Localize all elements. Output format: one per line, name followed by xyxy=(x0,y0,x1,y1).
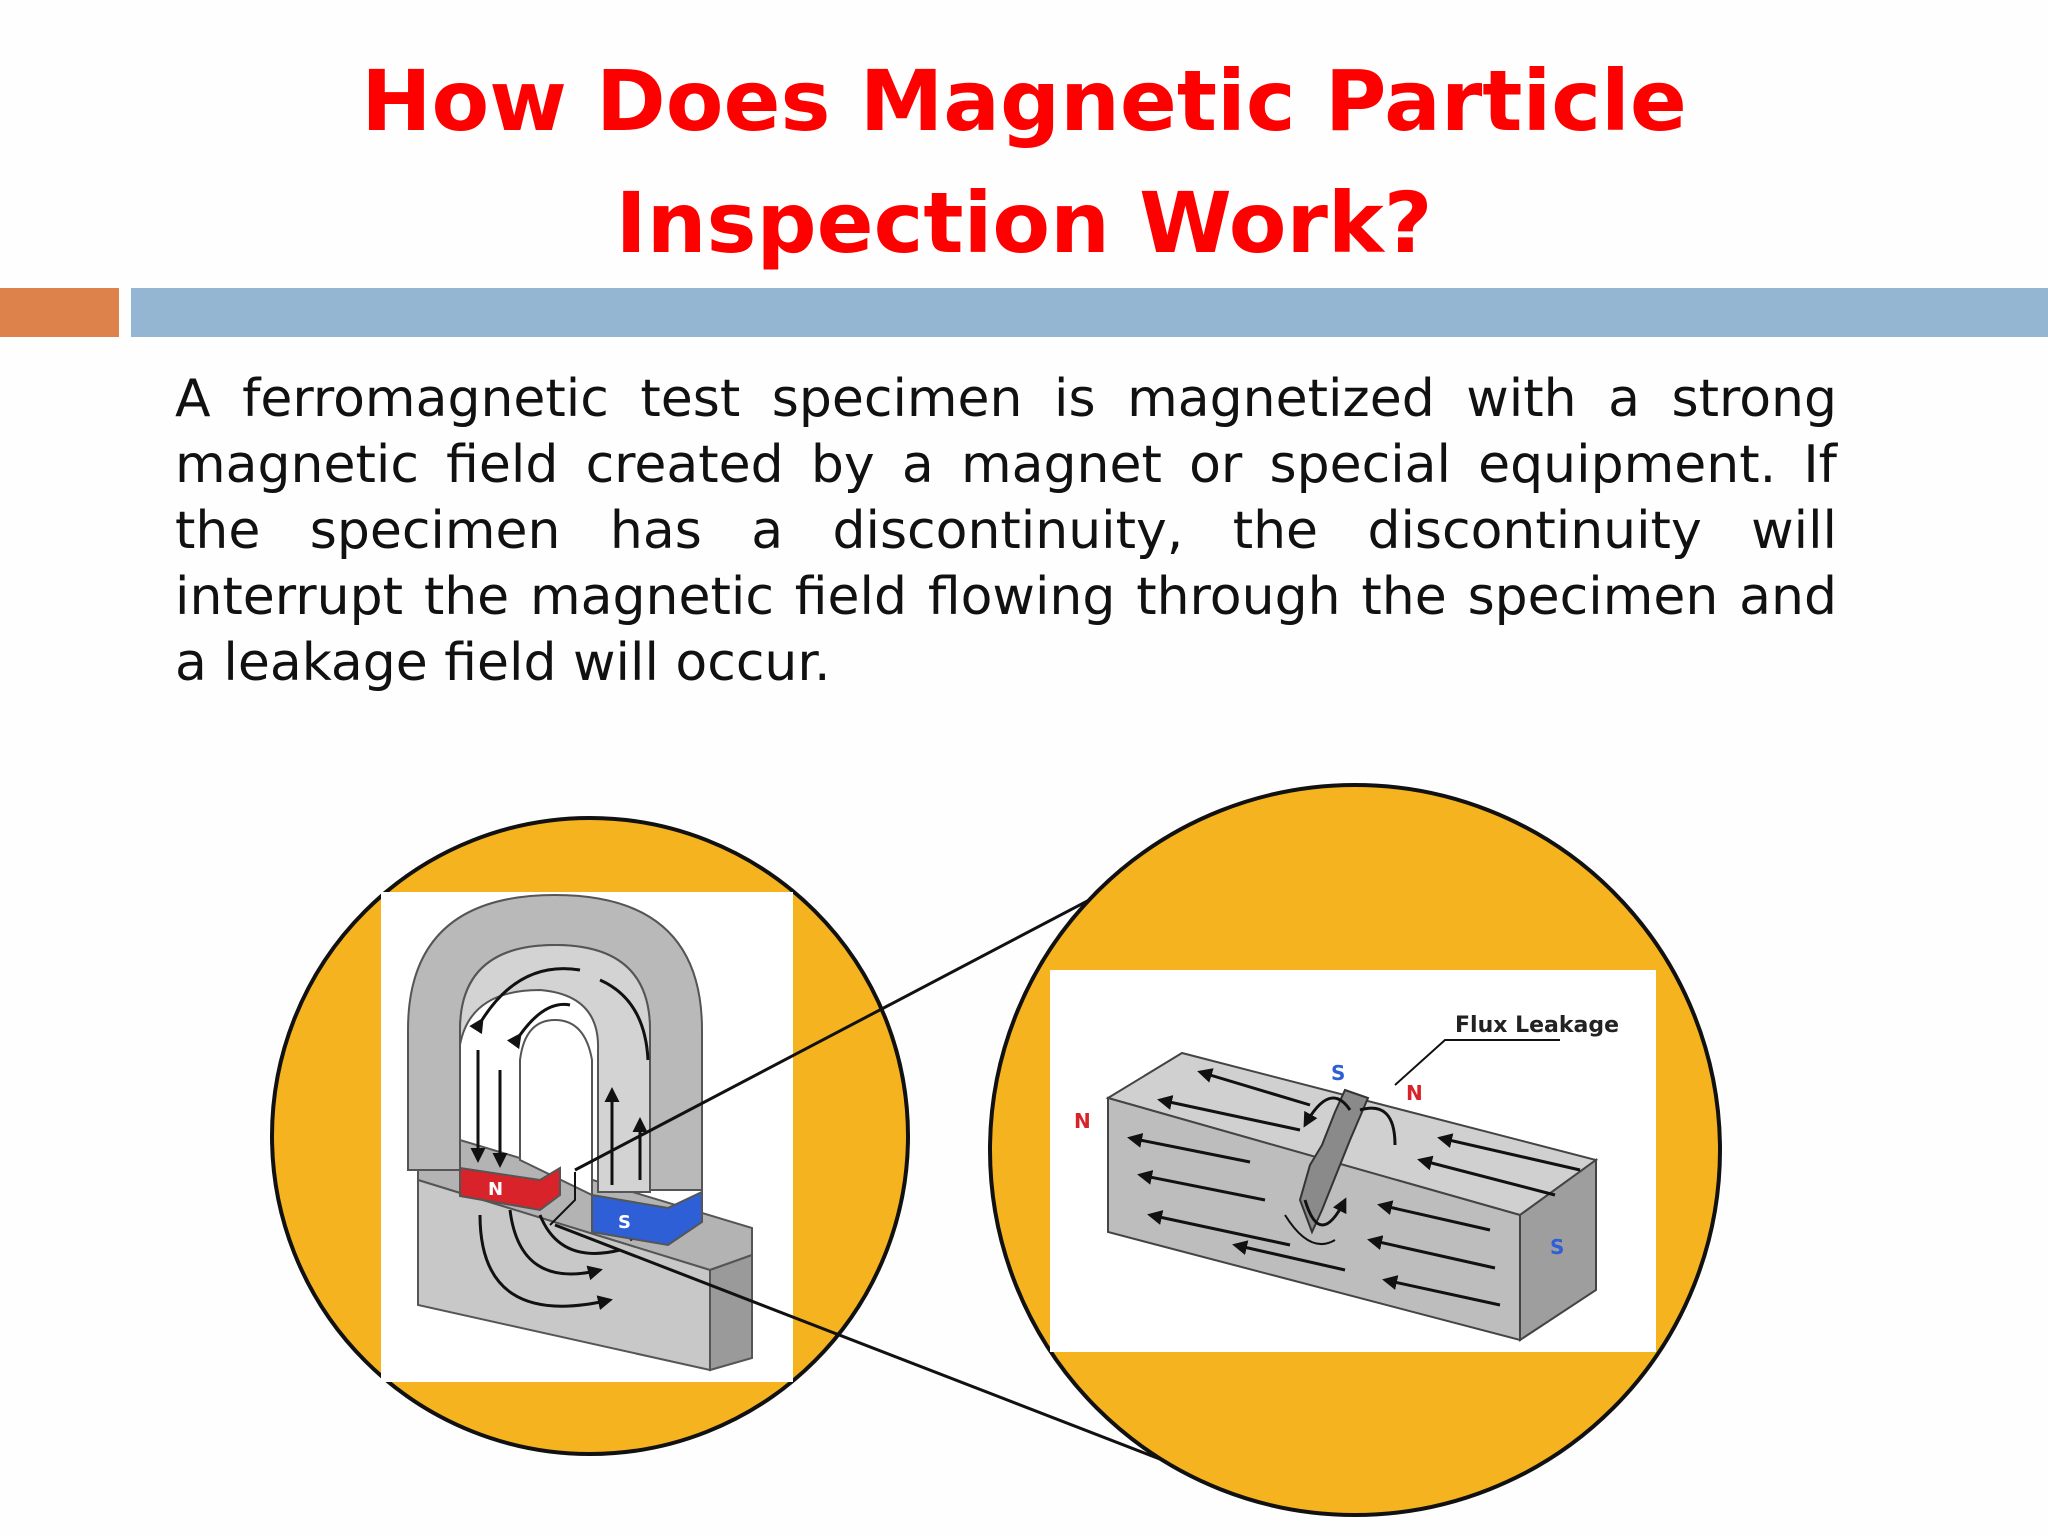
zoom-line-top xyxy=(574,853,1176,1172)
right-south-label-top: S xyxy=(1331,1061,1345,1085)
right-specimen-block xyxy=(1105,1051,1599,1342)
slide-title-line-2: Inspection Work? xyxy=(615,174,1433,272)
right-magnifier: N S N S Flux Leakage xyxy=(988,783,1722,1517)
right-south-label-end: S xyxy=(1550,1235,1564,1259)
body-paragraph: A ferromagnetic test specimen is magneti… xyxy=(175,369,1837,693)
slide-title: How Does Magnetic Particle Inspection Wo… xyxy=(0,40,2048,284)
discontinuity-crack xyxy=(1298,1088,1370,1235)
right-north-label-left: N xyxy=(1074,1109,1091,1133)
zoom-marker xyxy=(549,1172,576,1226)
right-north-label-top: N xyxy=(1406,1081,1423,1105)
left-north-label: N xyxy=(488,1179,503,1200)
left-north-pole: N xyxy=(459,1166,561,1212)
accent-bar xyxy=(0,288,119,337)
header-bar xyxy=(131,288,2048,337)
left-magnifier: N S xyxy=(270,816,910,1456)
flux-leakage-label: Flux Leakage xyxy=(1455,1013,1619,1038)
zoom-line-bottom xyxy=(554,1223,1241,1492)
slide-title-line-1: How Does Magnetic Particle xyxy=(361,52,1687,150)
left-south-pole: S xyxy=(591,1190,703,1247)
horseshoe-magnet xyxy=(407,893,703,1197)
left-south-label: S xyxy=(618,1212,631,1233)
flux-leakage-pointer xyxy=(1394,1039,1560,1086)
